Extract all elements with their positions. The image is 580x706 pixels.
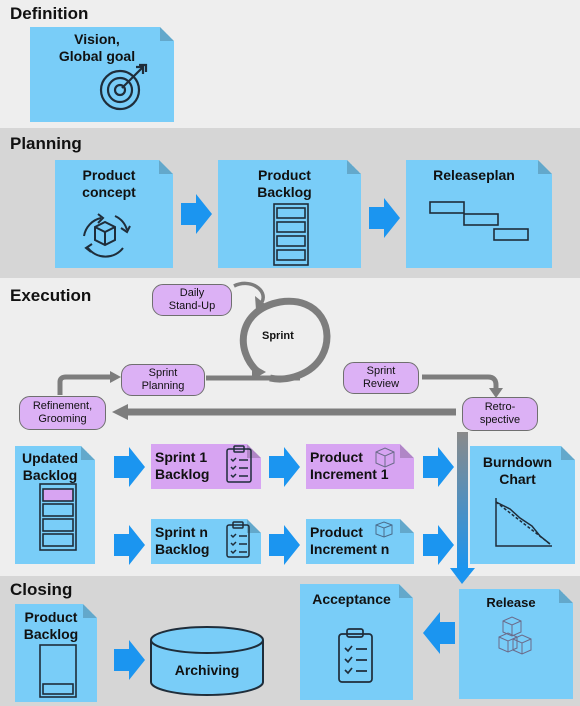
- sprint-review-pill: Sprint Review: [343, 362, 419, 394]
- increment1-label: Product Increment 1: [310, 449, 389, 482]
- updated-backlog-stack-icon: [15, 446, 95, 564]
- closing-backlog-label: Product Backlog: [23, 609, 79, 642]
- sprint1-backlog-label: Sprint 1 Backlog: [155, 449, 210, 482]
- sprintn-backlog-label: Sprint n Backlog: [155, 524, 210, 557]
- updated-backlog-label: Updated Backlog: [22, 450, 78, 483]
- closing-backlog-note: Product Backlog: [15, 604, 97, 702]
- archiving-label: Archiving: [174, 662, 240, 678]
- vision-note: Vision, Global goal: [30, 27, 174, 122]
- product-backlog-note: Product Backlog: [218, 160, 361, 268]
- cube-icon-incrementn: [306, 519, 414, 564]
- release-note: Release: [459, 589, 573, 699]
- clipboard-icon-sprintn: [151, 519, 261, 564]
- section-title-closing: Closing: [10, 580, 73, 599]
- burndown-chart-label: Burndown Chart: [482, 454, 553, 487]
- target-icon: [30, 27, 174, 122]
- sprint-label: Sprint: [262, 330, 294, 342]
- empty-backlog-icon: [15, 604, 97, 702]
- recycle-box-icon: [55, 160, 173, 268]
- vision-note-label: Vision, Global goal: [58, 31, 136, 64]
- releaseplan-label: Releaseplan: [433, 167, 515, 183]
- product-backlog-label: Product Backlog: [257, 167, 312, 200]
- updated-backlog-note: Updated Backlog: [15, 446, 95, 564]
- refinement-grooming-pill: Refinement, Grooming: [19, 396, 106, 430]
- clipboard-icon-sprint1: [151, 444, 261, 489]
- daily-standup-pill: Daily Stand-Up: [152, 284, 232, 316]
- backlog-stack-icon: [218, 160, 361, 268]
- release-label: Release: [486, 595, 536, 610]
- burndown-chart-note: Burndown Chart: [470, 446, 575, 564]
- gantt-icon: [406, 160, 552, 268]
- product-concept-label: Product concept: [82, 167, 136, 200]
- acceptance-note: Acceptance: [300, 584, 413, 700]
- sprint-planning-pill: Sprint Planning: [121, 364, 205, 396]
- retrospective-pill: Retro- spective: [462, 397, 538, 431]
- incrementn-label: Product Increment n: [310, 524, 390, 557]
- stacked-cubes-icon: [459, 589, 573, 699]
- product-concept-note: Product concept: [55, 160, 173, 268]
- section-title-definition: Definition: [10, 4, 89, 23]
- burndown-graph-icon: [470, 446, 575, 564]
- cube-icon-increment1: [306, 444, 414, 489]
- incrementn-note: Product Increment n: [306, 519, 414, 564]
- section-title-planning: Planning: [10, 134, 82, 153]
- section-title-execution: Execution: [10, 286, 92, 305]
- checklist-clipboard-icon: [300, 584, 413, 700]
- releaseplan-note: Releaseplan: [406, 160, 552, 268]
- acceptance-label: Acceptance: [312, 591, 391, 607]
- sprint1-backlog-note: Sprint 1 Backlog: [151, 444, 261, 489]
